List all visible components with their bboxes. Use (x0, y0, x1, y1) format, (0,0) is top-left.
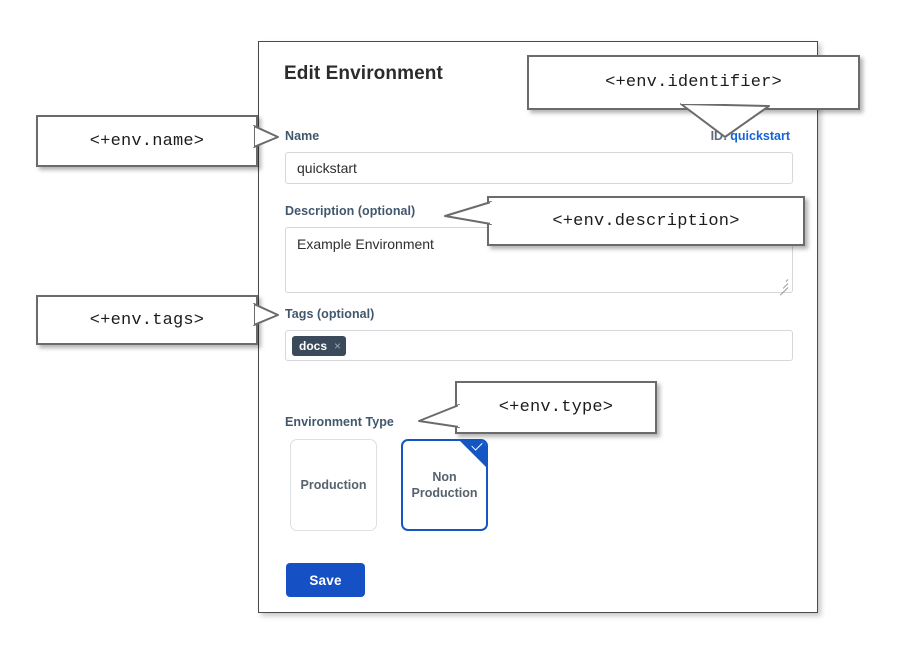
tag-remove-icon[interactable]: × (334, 338, 342, 353)
callout-label: <+env.identifier> (605, 73, 782, 92)
callout-label: <+env.type> (498, 398, 614, 417)
callout-label: <+env.description> (552, 211, 740, 231)
callout-tail-icon (250, 303, 280, 329)
callout-env-type: <+env.type> (418, 381, 657, 434)
name-input[interactable] (285, 152, 793, 184)
tag-chip-label: docs (299, 338, 328, 353)
description-label: Description (optional) (285, 204, 416, 218)
callout-tail-icon (250, 125, 280, 151)
callout-tail-icon (679, 100, 789, 140)
callout-label: <+env.name> (89, 131, 205, 151)
callout-tail-icon (418, 404, 462, 439)
tags-input[interactable]: docs × (285, 330, 793, 361)
environment-type-option-label: Production (300, 478, 367, 492)
callout-tail-icon (444, 201, 494, 232)
environment-type-option-label-line1: Non (432, 470, 457, 484)
save-button[interactable]: Save (286, 563, 365, 597)
callout-label: <+env.tags> (89, 310, 205, 330)
environment-id-value[interactable]: quickstart (730, 129, 790, 143)
environment-type-option-label-line2: Production (411, 486, 478, 500)
environment-type-label: Environment Type (285, 415, 394, 429)
tags-label: Tags (optional) (285, 307, 375, 321)
tag-chip-docs[interactable]: docs × (292, 335, 347, 356)
callout-env-description: <+env.description> (444, 196, 805, 246)
name-label: Name (285, 129, 320, 143)
callout-env-name: <+env.name> (36, 115, 279, 167)
callout-env-identifier: <+env.identifier> (527, 55, 860, 138)
callout-env-tags: <+env.tags> (36, 295, 279, 345)
page-title: Edit Environment (284, 63, 443, 84)
selected-check-icon (460, 441, 486, 467)
environment-type-option-production[interactable]: Production (290, 439, 377, 531)
